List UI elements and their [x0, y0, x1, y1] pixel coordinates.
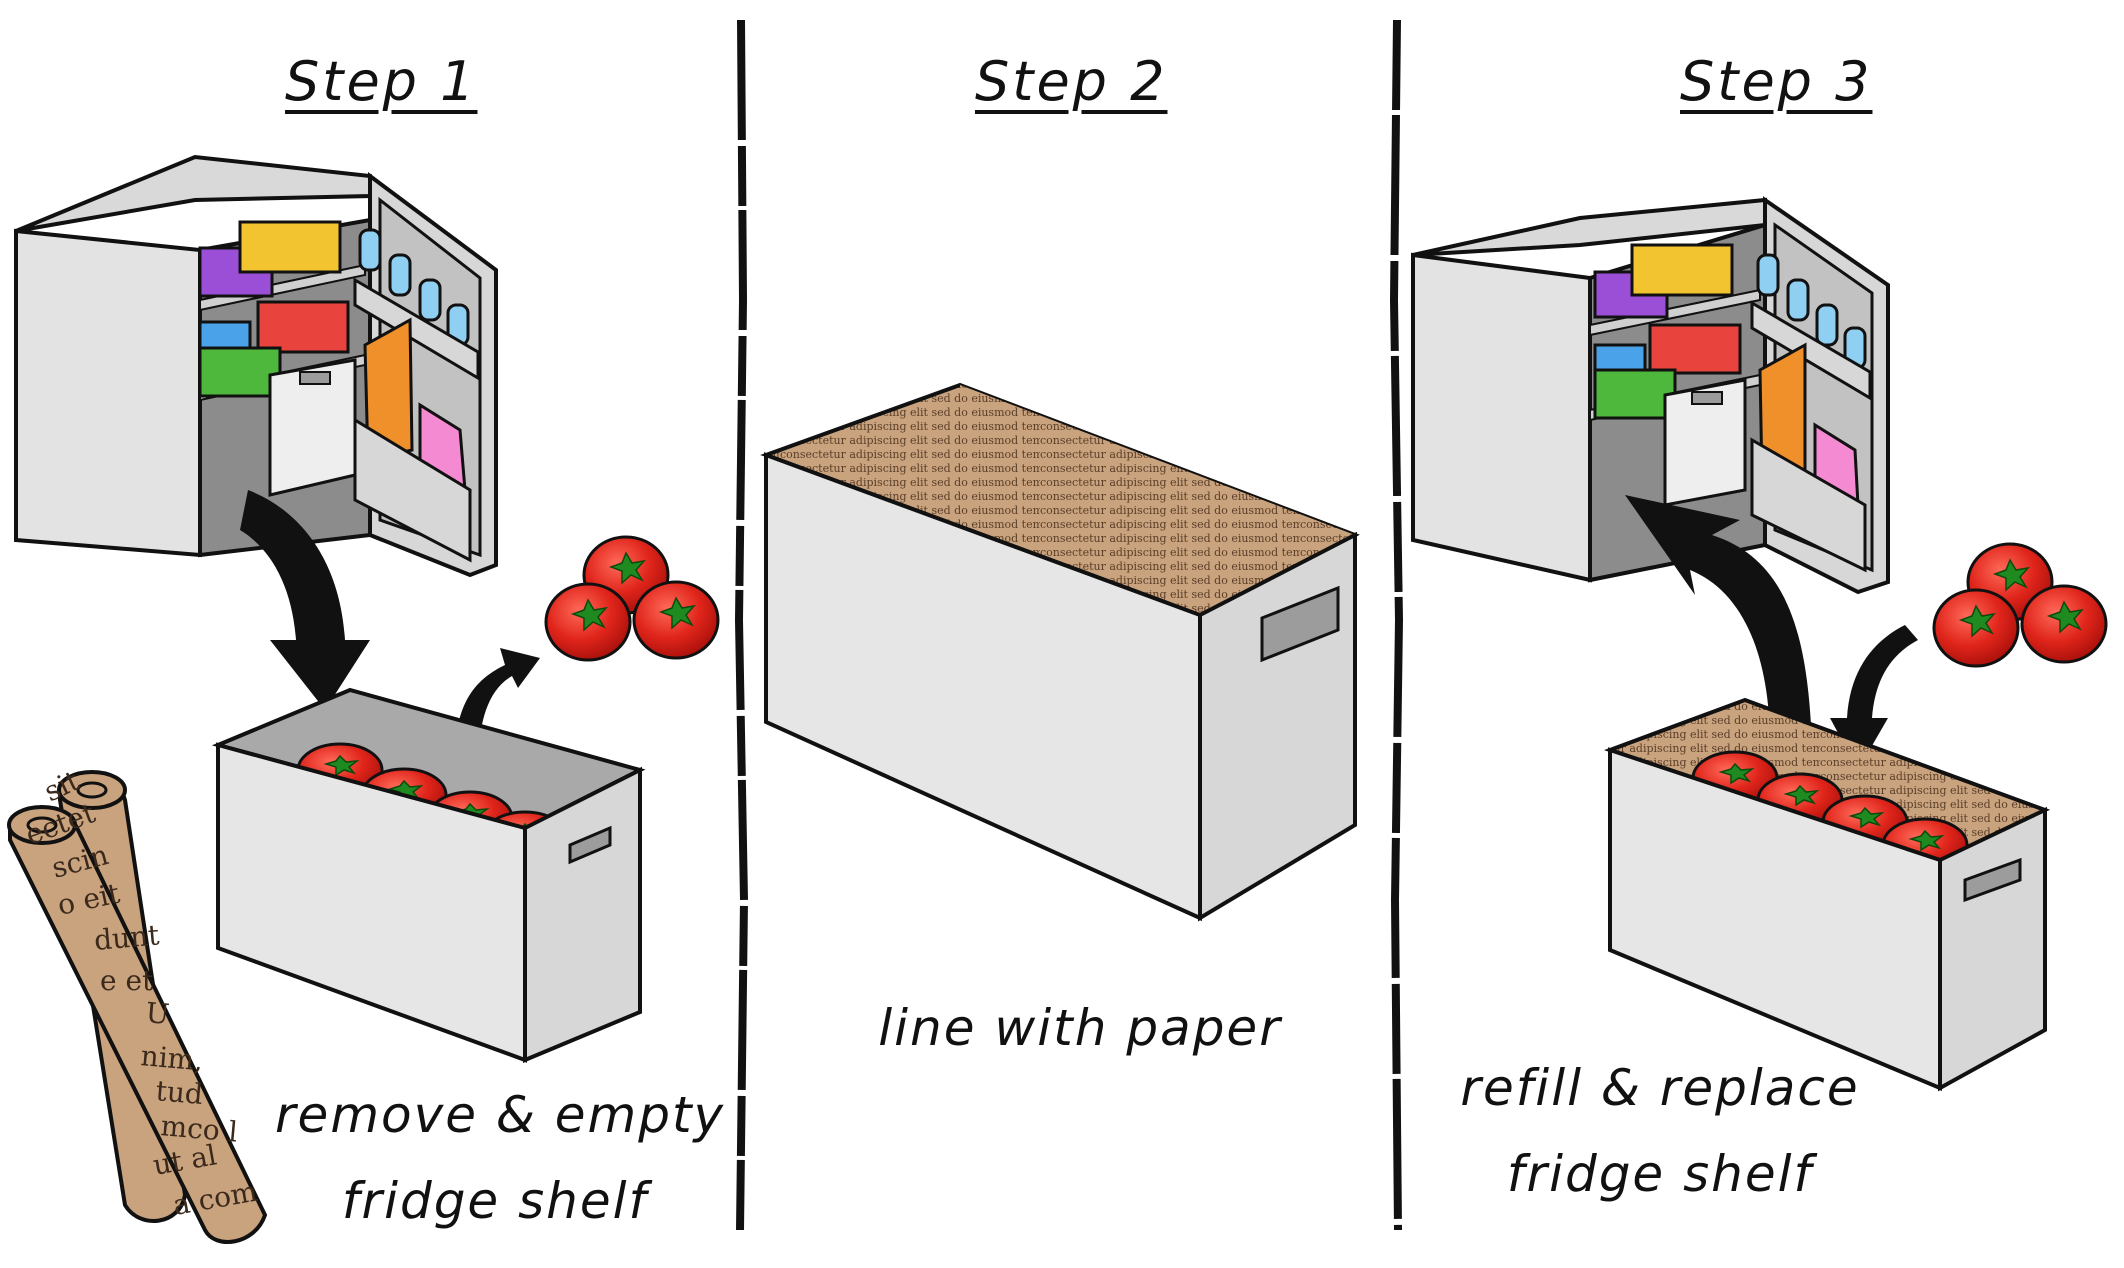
fridge-icon [1411, 196, 1890, 595]
curved-arrow-icon [240, 490, 370, 710]
curved-arrow-icon [1625, 495, 1812, 745]
step-3-caption-line-2: fridge shelf [1506, 1145, 1814, 1203]
curved-arrow-icon [1830, 625, 1918, 770]
crisper-drawer-icon [211, 687, 646, 1064]
paper-roll-text: dunt [93, 918, 162, 957]
paper-roll-text: nim, [139, 1039, 204, 1077]
paper-roll-text: tud [154, 1074, 204, 1111]
step-1-caption-line-2: fridge shelf [341, 1172, 649, 1230]
step-1-heading: Step 1 [285, 50, 478, 113]
divider-left [734, 19, 749, 1231]
paper-roll-text: e et [100, 964, 154, 997]
step-3-caption: refill & replace fridge shelf [1425, 1045, 1895, 1217]
paper-roll-text: U [144, 996, 170, 1031]
step-2-caption: line with paper [860, 985, 1300, 1071]
paper-roll-text: mco l [159, 1109, 239, 1149]
step-3-heading: Step 3 [1680, 50, 1873, 113]
tomato-icon [1932, 542, 2108, 668]
divider-right [1389, 19, 1404, 1231]
step-2-caption-line-1: line with paper [878, 999, 1282, 1057]
step-2-heading: Step 2 [975, 50, 1168, 113]
step-1-caption-line-1: remove & empty [275, 1086, 726, 1144]
tomato-icon [544, 535, 720, 662]
step-3-caption-line-1: refill & replace [1460, 1059, 1860, 1117]
step-1-caption: remove & empty fridge shelf [275, 1072, 726, 1244]
crisper-drawer-icon [1603, 697, 2051, 1092]
crisper-drawer-icon [760, 382, 1360, 922]
fridge-icon [14, 154, 498, 578]
